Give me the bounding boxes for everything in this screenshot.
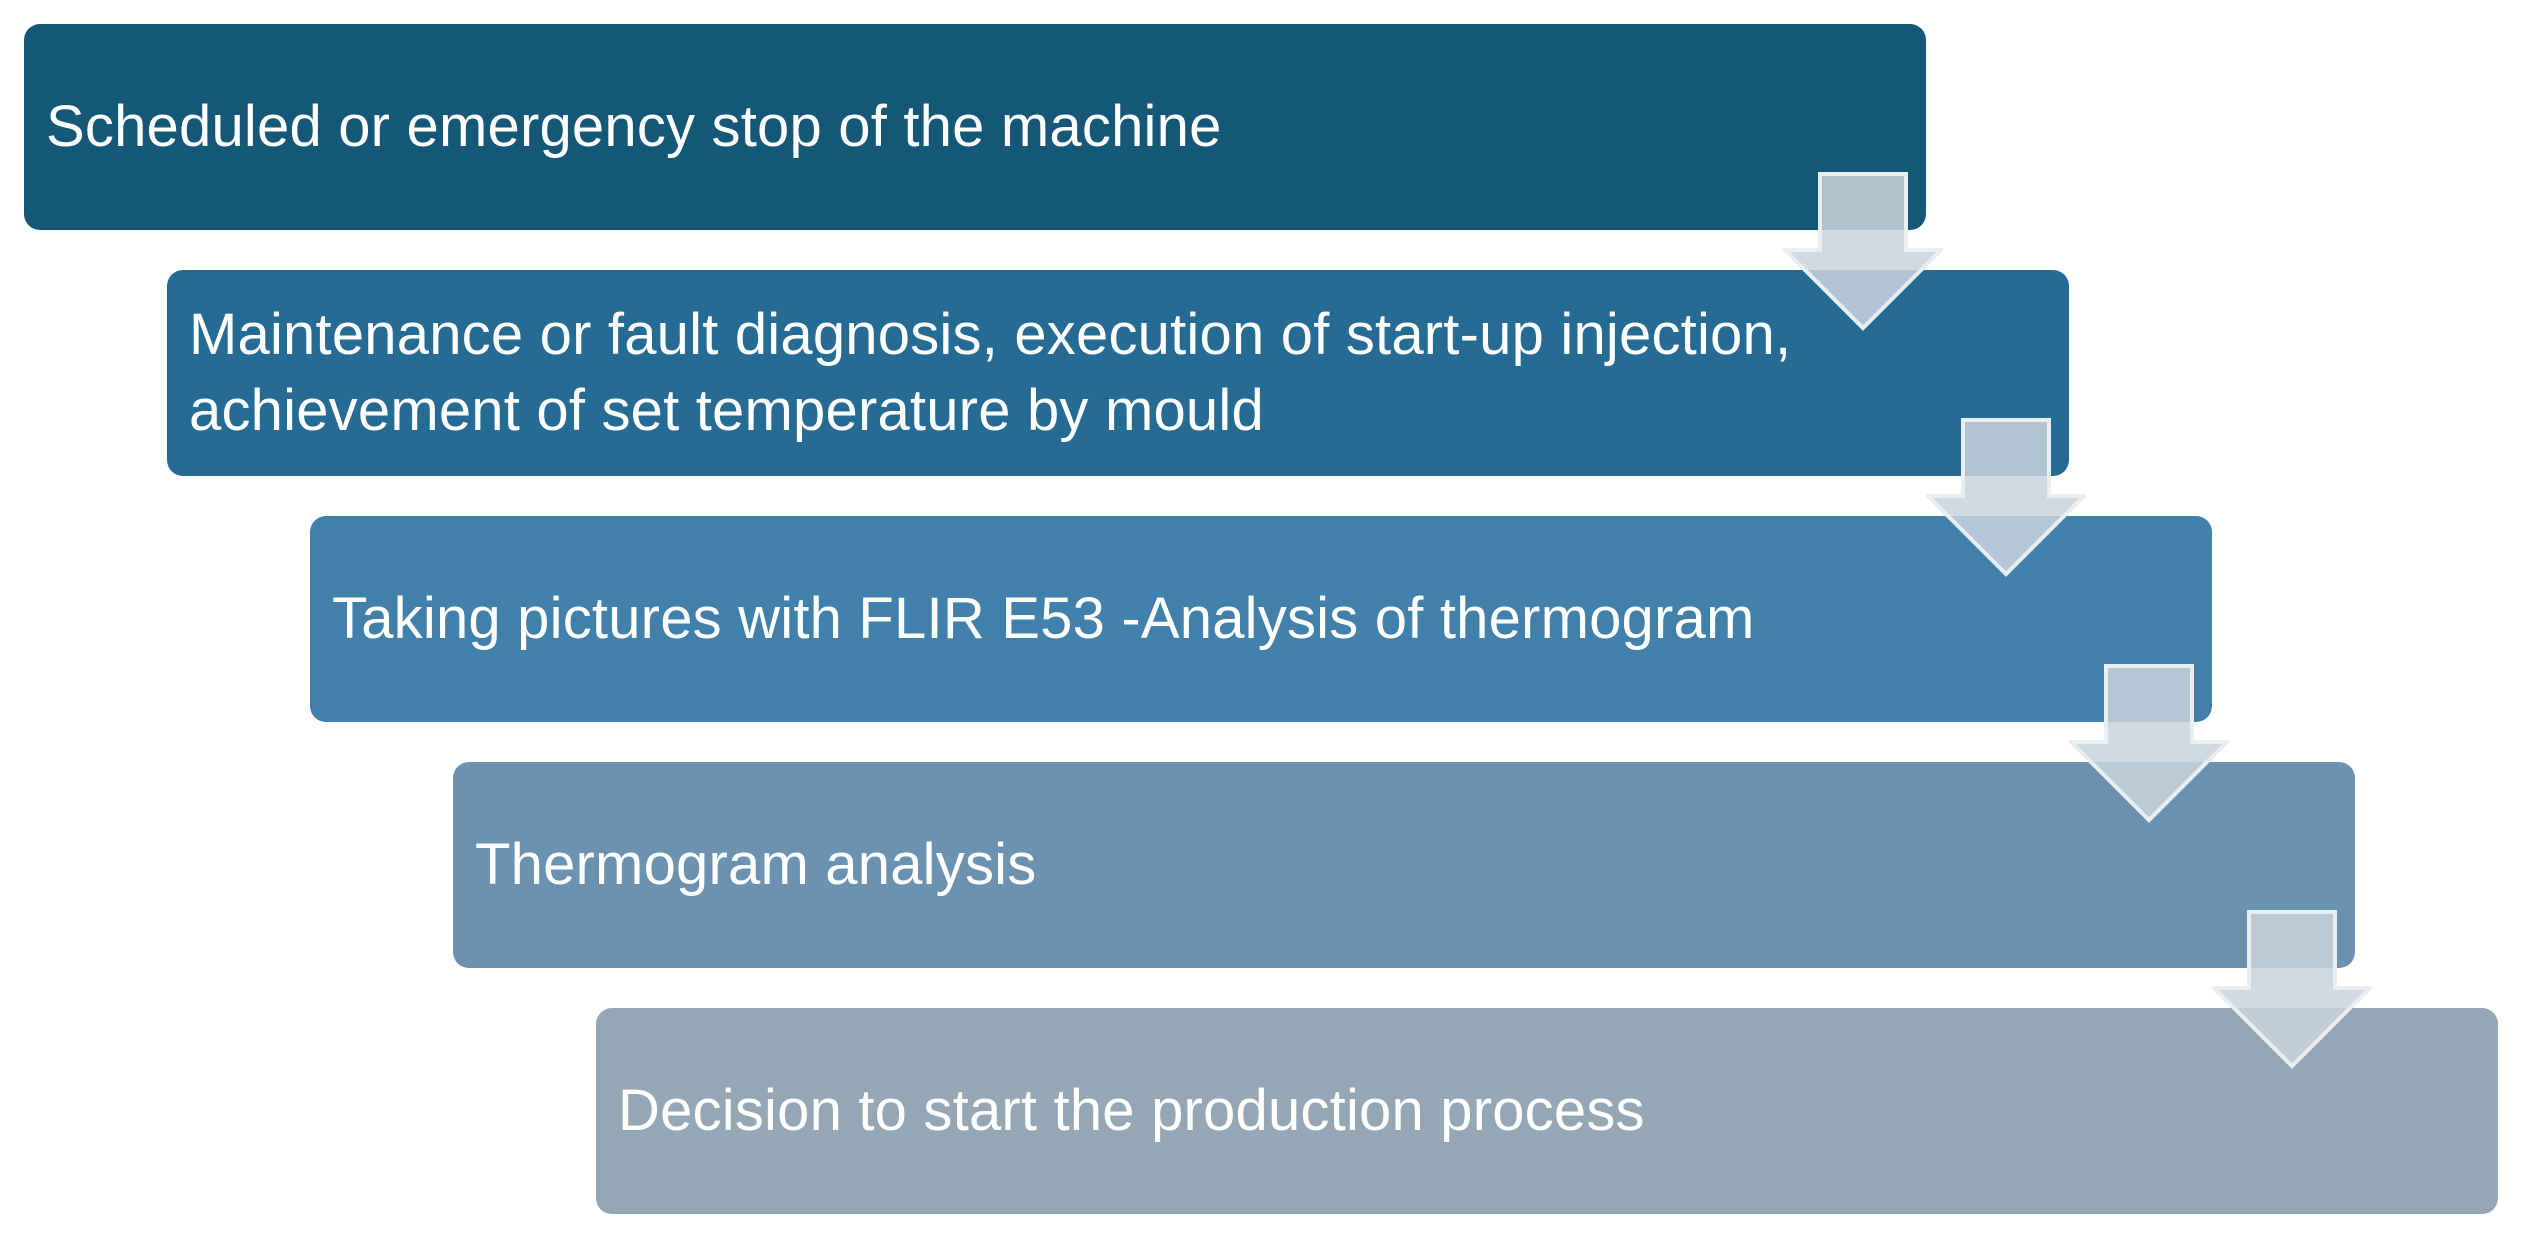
step-label-5: Decision to start the production process (618, 1078, 1645, 1143)
step-label-2: Maintenance or fault diagnosis, executio… (189, 302, 1792, 443)
step-label-4: Thermogram analysis (475, 832, 1037, 897)
down-arrow-icon (1783, 172, 1943, 331)
down-arrow-icon (2212, 910, 2372, 1069)
down-arrow-icon (1926, 418, 2086, 577)
step-box-5: Decision to start the production process (596, 1008, 2498, 1214)
step-box-4: Thermogram analysis (453, 762, 2355, 968)
down-arrow-icon (2069, 664, 2229, 823)
step-label-3: Taking pictures with FLIR E53 -Analysis … (332, 586, 1755, 651)
step-box-3: Taking pictures with FLIR E53 -Analysis … (310, 516, 2212, 722)
step-box-2: Maintenance or fault diagnosis, executio… (167, 270, 2069, 476)
step-box-1: Scheduled or emergency stop of the machi… (24, 24, 1926, 230)
step-label-1: Scheduled or emergency stop of the machi… (46, 94, 1222, 159)
